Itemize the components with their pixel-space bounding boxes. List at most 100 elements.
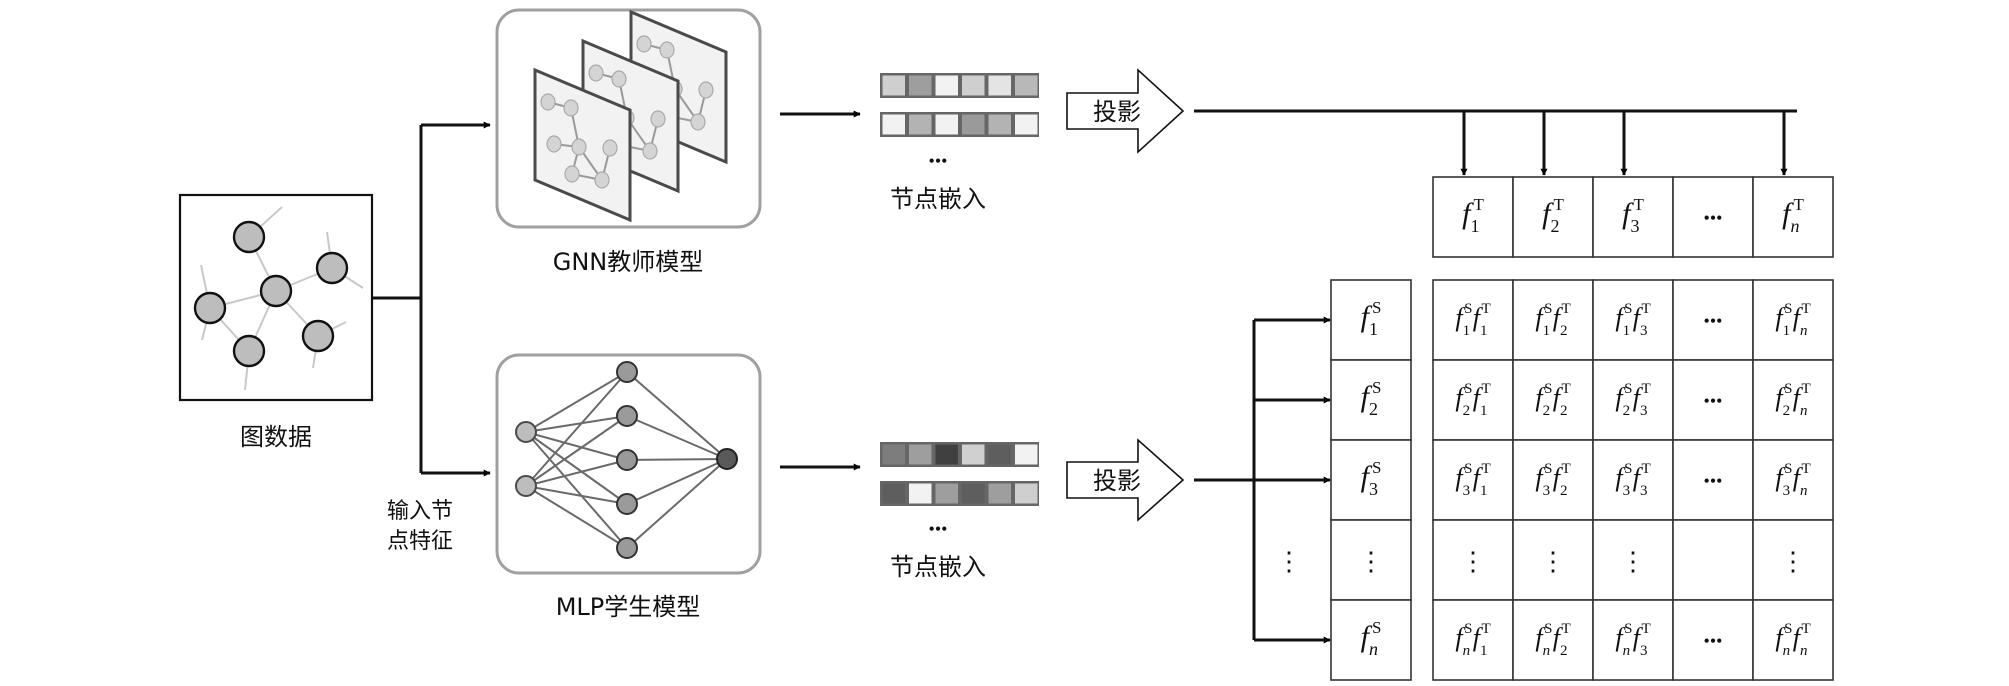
teacher-feature-cell bbox=[1592, 176, 1674, 258]
mlp-edge bbox=[525, 459, 628, 487]
mlp-hidden-node bbox=[616, 361, 638, 383]
similarity-product: fnS f2T bbox=[1535, 621, 1570, 659]
teacher-model-panel: GNN教师模型 bbox=[495, 8, 762, 276]
embedding-cell bbox=[988, 114, 1011, 135]
similarity-matrix: f1S f1T f1S f2T f1S f3T •••f1S fnT f2S f… bbox=[1432, 279, 1834, 681]
teacher-projection: 投影 bbox=[1066, 68, 1185, 154]
projection-arrow-shape bbox=[1066, 68, 1185, 154]
similarity-cell bbox=[1592, 359, 1674, 441]
similarity-product: fnS f1T bbox=[1455, 621, 1490, 659]
mlp-edges bbox=[525, 371, 728, 549]
mlp-edge bbox=[525, 415, 628, 433]
similarity-cell bbox=[1672, 439, 1754, 521]
similarity-h-ellipsis: ••• bbox=[1704, 311, 1723, 331]
embedding-cell bbox=[882, 75, 905, 96]
teacher-feature-row: f1T f2T f3T •••fnT bbox=[1432, 176, 1834, 258]
gnn-node bbox=[650, 110, 666, 128]
student-feature-cell bbox=[1330, 359, 1412, 441]
gnn-node bbox=[546, 135, 562, 153]
input-feature-label-line2: 点特征 bbox=[387, 529, 453, 554]
similarity-h-ellipsis: ••• bbox=[1704, 471, 1723, 491]
teacher-node-embeddings bbox=[880, 73, 1039, 137]
gnn-node bbox=[564, 165, 580, 183]
similarity-cell bbox=[1592, 439, 1674, 521]
teacher-embedding-ellipsis: ••• bbox=[929, 151, 948, 171]
mlp-hidden-node bbox=[616, 493, 638, 515]
graph-data-label: 图数据 bbox=[240, 423, 312, 451]
graph-node bbox=[315, 251, 349, 285]
student-model-label: MLP学生模型 bbox=[556, 593, 701, 621]
similarity-product: f2S fnT bbox=[1775, 381, 1810, 419]
similarity-cell bbox=[1672, 359, 1754, 441]
mlp-output-node bbox=[716, 448, 738, 470]
mlp-hidden-node bbox=[616, 405, 638, 427]
embedding-vector bbox=[880, 481, 1039, 506]
similarity-product: f3S fnT bbox=[1775, 461, 1810, 499]
similarity-v-ellipsis: ⋮ bbox=[1620, 547, 1646, 576]
student-feature-cell bbox=[1330, 439, 1412, 521]
embedding-cell bbox=[935, 114, 958, 135]
gnn-node bbox=[602, 139, 618, 157]
similarity-cell bbox=[1432, 359, 1514, 441]
similarity-cell bbox=[1432, 279, 1514, 361]
student-model-panel: MLP学生模型 bbox=[495, 353, 762, 621]
similarity-v-ellipsis: ⋮ bbox=[1780, 547, 1806, 576]
similarity-cell bbox=[1512, 599, 1594, 681]
teacher-distribution-arrows bbox=[1194, 109, 1797, 176]
gnn-node bbox=[698, 81, 714, 99]
similarity-cell bbox=[1672, 519, 1754, 601]
mlp-edge bbox=[525, 431, 628, 505]
mlp-edge bbox=[626, 458, 728, 549]
gnn-node bbox=[611, 70, 627, 88]
student-node-embeddings bbox=[880, 442, 1039, 506]
graph-node bbox=[301, 319, 335, 353]
mlp-edge bbox=[626, 458, 728, 461]
embedding-cell bbox=[988, 444, 1011, 465]
embedding-vector bbox=[880, 442, 1039, 467]
similarity-product: f3S f3T bbox=[1615, 461, 1650, 499]
embedding-cell bbox=[1015, 444, 1038, 465]
embedding-cell bbox=[882, 114, 905, 135]
input-feature-label-line1: 输入节 bbox=[387, 499, 453, 524]
similarity-cell bbox=[1672, 279, 1754, 361]
embedding-cell bbox=[909, 483, 932, 504]
embedding-cell bbox=[962, 483, 985, 504]
embedding-cell bbox=[988, 75, 1011, 96]
student-projection-label: 投影 bbox=[1093, 467, 1141, 495]
embedding-vector bbox=[880, 73, 1039, 98]
mlp-edge bbox=[525, 485, 628, 505]
mlp-edge bbox=[525, 371, 628, 487]
embedding-cell bbox=[1015, 483, 1038, 504]
graph-node bbox=[193, 291, 227, 325]
student-feature-cell bbox=[1330, 599, 1412, 681]
similarity-h-ellipsis: ••• bbox=[1704, 391, 1723, 411]
student-feature-column: f1S f2S f3S ⋮fnS bbox=[1330, 279, 1412, 681]
embedding-vector bbox=[880, 112, 1039, 137]
teacher-embedding-label: 节点嵌入 bbox=[890, 185, 986, 213]
similarity-cell bbox=[1432, 599, 1514, 681]
embedding-cell bbox=[962, 444, 985, 465]
similarity-product: f1S f1T bbox=[1455, 301, 1490, 339]
mlp-edge bbox=[626, 415, 728, 460]
mlp-edge bbox=[525, 431, 628, 549]
student-projection: 投影 bbox=[1066, 438, 1185, 522]
gnn-node bbox=[594, 171, 610, 189]
similarity-h-ellipsis: ••• bbox=[1704, 631, 1723, 651]
gnn-node bbox=[540, 93, 556, 111]
similarity-product: f2S f3T bbox=[1615, 381, 1650, 419]
similarity-cell bbox=[1752, 519, 1834, 601]
similarity-cell bbox=[1512, 279, 1594, 361]
mlp-edge bbox=[525, 371, 628, 433]
similarity-product: f1S f3T bbox=[1615, 301, 1650, 339]
embedding-cell bbox=[962, 75, 985, 96]
gnn-node bbox=[659, 41, 675, 59]
student-feature-ellipsis: ⋮ bbox=[1358, 547, 1384, 576]
student-feature-cell bbox=[1330, 519, 1412, 601]
branch-connector bbox=[372, 121, 491, 477]
mlp-edge bbox=[525, 415, 628, 487]
gnn-layer bbox=[533, 67, 632, 223]
embedding-cell bbox=[935, 483, 958, 504]
gnn-node bbox=[636, 35, 652, 53]
mlp-edge bbox=[626, 371, 728, 460]
